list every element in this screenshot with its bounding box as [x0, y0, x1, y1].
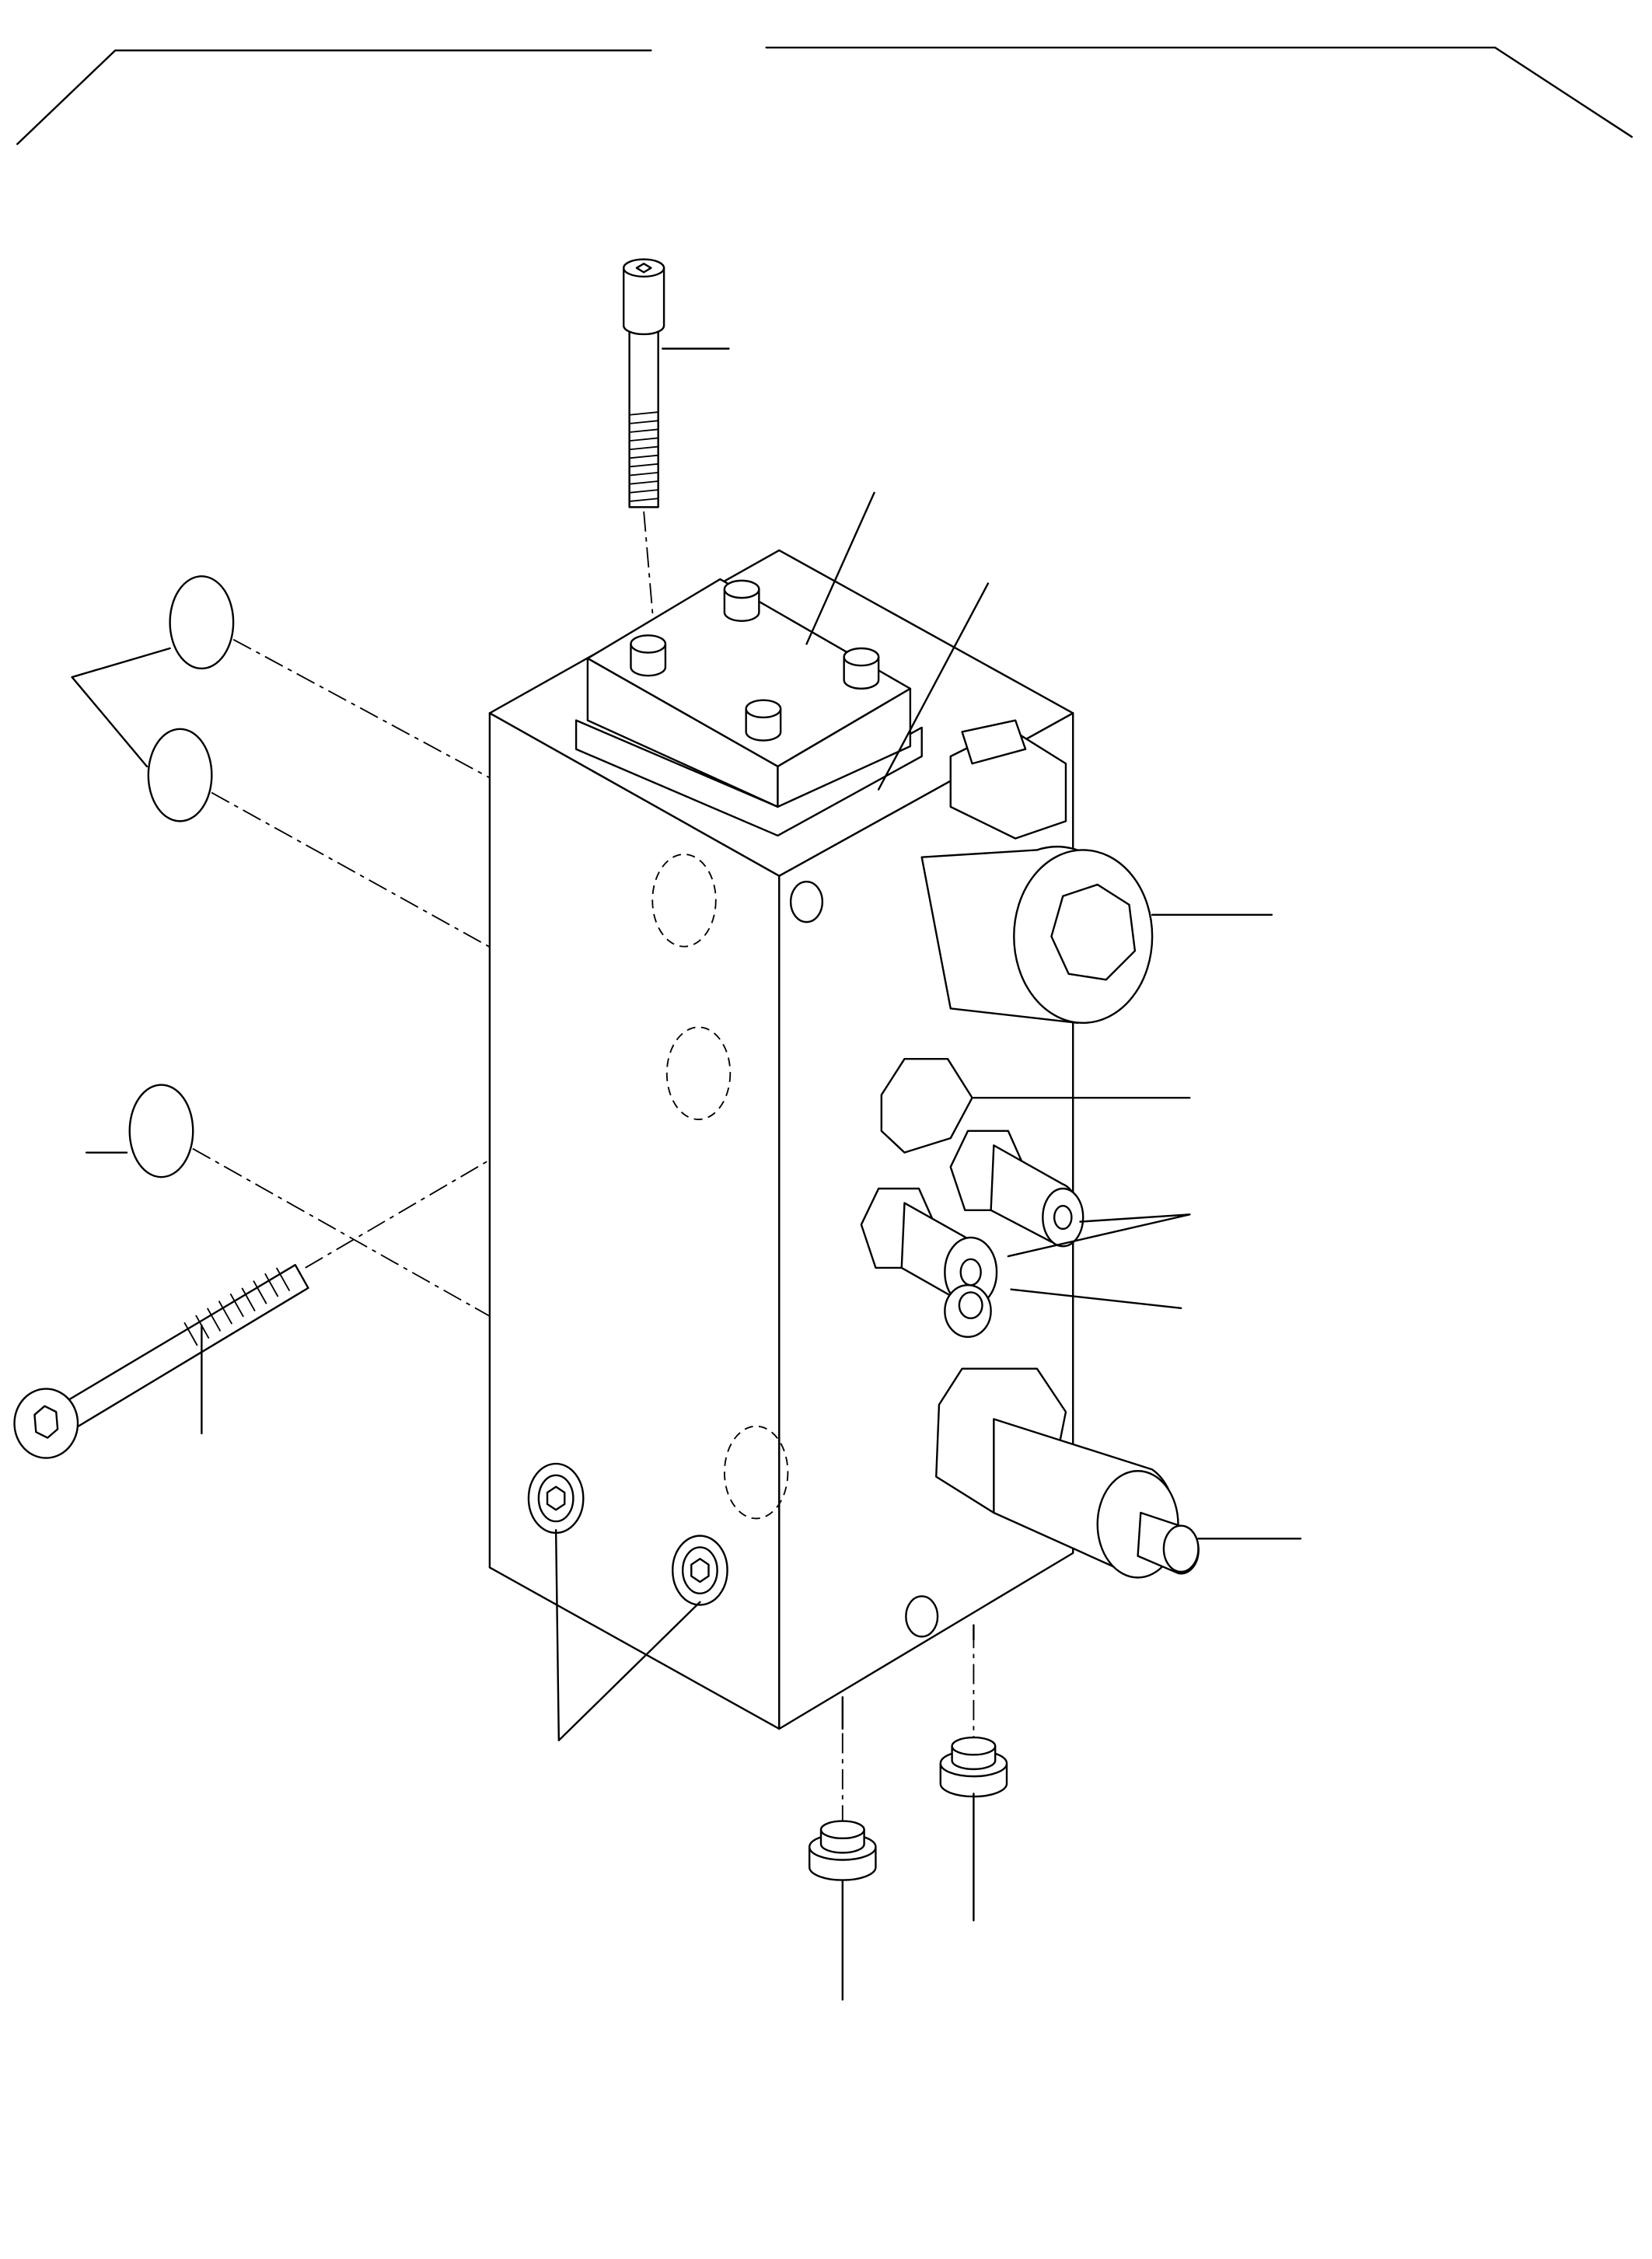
port-plug	[527, 1462, 585, 1535]
thread-hatching	[629, 411, 658, 502]
cover-pin	[843, 647, 880, 690]
port-hole	[905, 1595, 939, 1638]
cover-pin	[630, 634, 667, 677]
thread-hatching	[183, 1267, 291, 1346]
leader-lines	[71, 347, 1302, 2001]
o-ring-seat	[665, 1026, 732, 1120]
coil-nut	[1050, 883, 1137, 981]
o-ring	[128, 1084, 194, 1178]
cover-plate	[586, 578, 912, 808]
cover-pin	[723, 579, 760, 622]
o-ring-seat	[651, 854, 717, 948]
cartridge-valve	[935, 1367, 1200, 1579]
fitting-lower	[860, 1187, 998, 1308]
fitting-upper	[949, 1130, 1084, 1248]
cap-screw-long	[13, 1264, 309, 1459]
bottom-plug	[939, 1736, 1008, 1798]
solenoid-coil	[920, 719, 1154, 1025]
o-rings	[128, 575, 235, 1178]
port-plug	[671, 1535, 728, 1606]
o-ring	[147, 728, 213, 822]
port-hole	[789, 881, 824, 924]
o-ring	[169, 575, 235, 670]
cover-pin	[745, 699, 782, 742]
frame-lines	[16, 46, 1633, 145]
seal-washer	[944, 1283, 992, 1339]
hex-plug	[880, 1057, 973, 1154]
o-ring-seat	[723, 1425, 789, 1520]
cap-screw-top	[622, 258, 665, 508]
bottom-plug	[808, 1820, 877, 1881]
